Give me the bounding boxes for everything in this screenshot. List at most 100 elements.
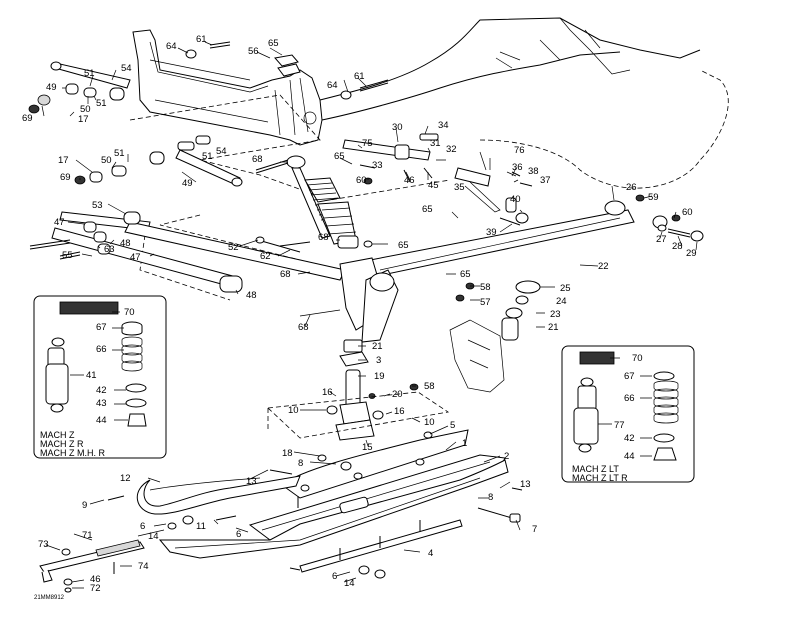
callout-67-b: 67 [624, 371, 635, 382]
callout-35: 35 [454, 182, 465, 193]
callout-17-a: 17 [78, 114, 89, 125]
callout-51-d: 51 [114, 148, 125, 159]
callout-7: 7 [532, 524, 537, 535]
callout-65-b: 65 [334, 151, 345, 162]
callout-1: 1 [462, 438, 467, 449]
figure-id: 21MM8912 [34, 595, 65, 601]
callout-59: 59 [648, 192, 659, 203]
callout-63: 63 [104, 244, 115, 255]
callout-68-d: 68 [298, 322, 309, 333]
callout-labels: 61 64 65 56 54 51 49 50 51 69 17 64 61 3… [22, 34, 697, 594]
right-box-label-2: MACH Z LT R [572, 473, 628, 483]
callout-62: 62 [260, 251, 271, 262]
callout-24: 24 [556, 296, 567, 307]
callout-46-a: 46 [404, 175, 415, 186]
steering-arm-assembly [342, 133, 533, 226]
callout-11: 11 [196, 521, 206, 532]
callout-20: 20 [392, 389, 403, 400]
callout-40: 40 [510, 194, 521, 205]
callout-65-d: 65 [398, 240, 409, 251]
right-kit-box [561, 345, 695, 483]
chassis-frame [132, 17, 701, 146]
callout-5: 5 [450, 420, 455, 431]
callout-13-a: 13 [246, 476, 257, 487]
callout-51-c: 51 [202, 151, 213, 162]
callout-32: 32 [446, 144, 457, 155]
callout-6-c: 6 [332, 571, 337, 582]
callout-73: 73 [38, 539, 49, 550]
callout-4: 4 [428, 548, 433, 559]
callout-8-a: 8 [298, 458, 303, 469]
left-box-label-3: MACH Z M.H. R [40, 448, 105, 458]
callout-64-b: 64 [327, 80, 338, 91]
callout-17-b: 17 [58, 155, 69, 166]
callout-27: 27 [656, 234, 667, 245]
callout-56: 56 [248, 46, 259, 57]
callout-49-a: 49 [46, 82, 57, 93]
callout-33: 33 [372, 160, 383, 171]
callout-70-a: 70 [124, 307, 135, 318]
upper-rod-assembly [28, 61, 243, 187]
callout-45: 45 [428, 180, 439, 191]
callout-47-b: 47 [130, 252, 141, 263]
carbide-runner [39, 539, 145, 593]
callout-28: 28 [672, 241, 683, 252]
callout-30: 30 [392, 122, 403, 133]
callout-61-a: 61 [196, 34, 207, 45]
callout-42-a: 42 [96, 385, 107, 396]
callout-66-b: 66 [624, 393, 635, 404]
callout-60-a: 60 [356, 175, 367, 186]
callout-10-b: 10 [424, 417, 435, 428]
callout-15: 15 [362, 442, 373, 453]
shock-absorber [255, 155, 373, 249]
callout-75: 75 [362, 138, 373, 149]
callout-42-b: 42 [624, 433, 635, 444]
callout-38: 38 [528, 166, 539, 177]
callout-54-a: 54 [121, 63, 132, 74]
callout-31: 31 [430, 138, 441, 149]
callout-65-c: 65 [422, 204, 433, 215]
left-box-label-1: MACH Z [40, 430, 75, 440]
callout-52: 52 [228, 242, 239, 253]
callout-36: 36 [512, 162, 523, 173]
lower-a-arm [29, 211, 346, 293]
callout-58-b: 58 [424, 381, 435, 392]
callout-68-a: 68 [252, 154, 263, 165]
callout-14-a: 14 [148, 531, 159, 542]
callout-69-a: 69 [22, 113, 33, 124]
callout-53: 53 [92, 200, 103, 211]
top-bolts [185, 41, 389, 100]
callout-18: 18 [282, 448, 293, 459]
callout-3: 3 [376, 355, 381, 366]
callout-47-a: 47 [54, 217, 65, 228]
callout-58-a: 58 [480, 282, 491, 293]
callout-51-a: 51 [84, 68, 95, 79]
callout-9: 9 [82, 500, 87, 511]
callout-44-b: 44 [624, 451, 635, 462]
callout-48-b: 48 [246, 290, 257, 301]
callout-67-a: 67 [96, 322, 107, 333]
callout-2: 2 [504, 451, 509, 462]
callout-21-b: 21 [372, 341, 383, 352]
callout-68-b: 68 [318, 232, 329, 243]
left-box-label-2: MACH Z R [40, 439, 84, 449]
callout-22: 22 [598, 261, 609, 272]
trailing-arm [359, 194, 704, 279]
callout-74: 74 [138, 561, 149, 572]
callout-46-b: 46 [90, 574, 101, 585]
leader-lines [41, 41, 698, 589]
callout-51-b: 51 [96, 98, 107, 109]
callout-76: 76 [514, 145, 525, 156]
callout-13-b: 13 [520, 479, 531, 490]
callout-44-a: 44 [96, 415, 107, 426]
callout-12: 12 [120, 473, 131, 484]
callout-34: 34 [438, 120, 449, 131]
callout-26: 26 [626, 182, 637, 193]
callout-69-b: 69 [60, 172, 71, 183]
callout-19: 19 [374, 371, 385, 382]
right-box-label-1: MACH Z LT [572, 464, 619, 474]
callout-50-a: 50 [80, 104, 91, 115]
callout-61-b: 61 [354, 71, 365, 82]
callout-49-b: 49 [182, 178, 193, 189]
